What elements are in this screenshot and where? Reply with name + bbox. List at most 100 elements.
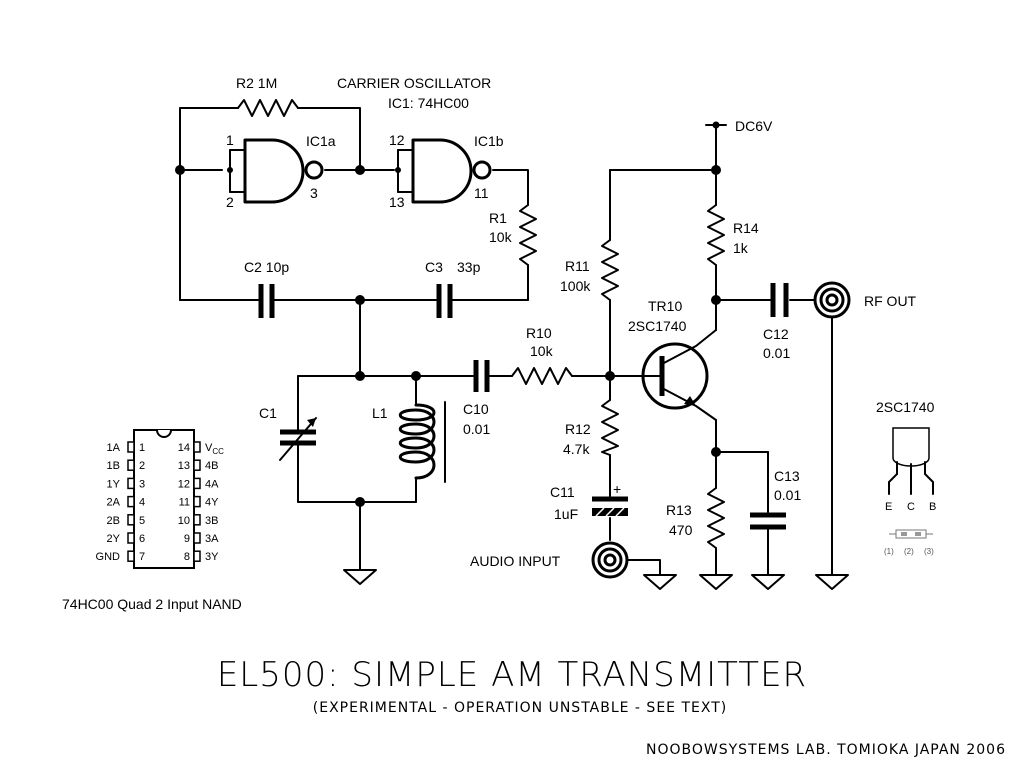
label-r13: R13	[666, 502, 692, 518]
ic-pin-number: 2	[139, 460, 145, 472]
lead-e: E	[885, 501, 892, 513]
ground-symbol-rf	[815, 574, 849, 590]
resistor-r13	[707, 487, 725, 549]
capacitor-c12	[770, 283, 789, 317]
ic-pin-number: 1	[139, 442, 145, 454]
capacitor-c3	[436, 284, 453, 318]
diagram-credit: NOOBOWSYSTEMS LAB. TOMIOKA JAPAN 2006	[646, 742, 1006, 758]
ic-pin-left: 1A 1	[107, 441, 145, 454]
ic-pin-right: 12 4A	[178, 477, 219, 490]
capacitor-c13	[750, 512, 786, 530]
label-c13-value: 0.01	[774, 487, 801, 503]
label-r10-value: 10k	[530, 343, 554, 359]
label-r1-value: 10k	[489, 229, 513, 245]
diagram-subtitle: (EXPERIMENTAL - OPERATION UNSTABLE - SEE…	[313, 700, 727, 716]
label-c11-polarity: +	[613, 481, 621, 497]
ic-pin-subscript: CC	[212, 447, 224, 456]
label-l1: L1	[372, 405, 388, 421]
capacitor-c10	[469, 360, 513, 392]
ic-pin-name: 4A	[205, 478, 219, 490]
ic-pin-name: 2B	[107, 515, 120, 527]
label-oscillator-heading: CARRIER OSCILLATOR	[337, 75, 491, 91]
rf-output-jack	[813, 281, 851, 319]
pin-3: 3	[310, 185, 318, 201]
label-r12: R12	[565, 421, 591, 437]
ic-caption: 74HC00 Quad 2 Input NAND	[62, 596, 242, 612]
ic-pin-left: 1B 2	[107, 459, 145, 472]
label-c1: C1	[259, 405, 277, 421]
ic-pin-name: 2Y	[107, 533, 121, 545]
ic-pin-number: 12	[178, 478, 190, 490]
ic-pin-name: 4Y	[205, 497, 219, 509]
nand-gate-ic1a	[243, 138, 324, 204]
ic-pin-name: 4B	[205, 460, 218, 472]
label-r1: R1	[489, 210, 507, 226]
label-r12-value: 4.7k	[563, 441, 590, 457]
ic-pin-name: 2A	[107, 497, 121, 509]
label-c11: C11	[550, 484, 575, 500]
ic-pin-right: 11 4Y	[179, 495, 219, 509]
ic-pin-left: 2A 4	[107, 495, 145, 509]
label-r11-value: 100k	[560, 278, 591, 294]
label-oscillator-ic: IC1: 74HC00	[388, 95, 469, 111]
ic-pin-name: 1Y	[107, 478, 121, 490]
pin-12: 12	[389, 132, 405, 148]
resistor-r11	[601, 239, 619, 301]
pin-num-1: (1)	[884, 547, 894, 556]
ic-pin-number: 4	[139, 497, 145, 509]
ic-pin-number: 6	[139, 533, 145, 545]
ic-pin-name: 1A	[107, 442, 121, 454]
transistor-package-2sc1740: 2SC1740 E C B (1) (2) (3)	[876, 399, 936, 556]
ic-pin-left: 2B 5	[107, 514, 145, 527]
diagram-title: EL500: SIMPLE AM TRANSMITTER	[217, 655, 807, 695]
label-c3-value: 33p	[457, 259, 481, 275]
label-c10: C10	[463, 401, 489, 417]
bias-and-supply-wiring	[609, 124, 833, 576]
lead-c: C	[907, 501, 915, 513]
label-supply: DC6V	[735, 118, 773, 134]
ic-pin-number: 7	[139, 551, 145, 563]
pin-num-2: (2)	[904, 547, 914, 556]
ic-pin-name: GND	[96, 551, 121, 563]
ic-pin-number: 5	[139, 515, 145, 527]
ic-pin-number: 8	[184, 551, 190, 563]
pin-13: 13	[389, 194, 405, 210]
ic-pin-name: 3B	[205, 515, 218, 527]
ground-symbol-audio	[643, 574, 677, 590]
label-tr10: TR10	[648, 298, 682, 314]
pin-2: 2	[226, 194, 234, 210]
label-r14-value: 1k	[733, 240, 749, 256]
pin-num-3: (3)	[924, 547, 934, 556]
label-rf-out: RF OUT	[864, 293, 917, 309]
package-name: 2SC1740	[876, 399, 935, 415]
ic-pin-number: 11	[179, 497, 190, 509]
inductor-l1	[398, 401, 446, 483]
label-c2: C2 10p	[244, 259, 289, 275]
ic-pin-number: 13	[178, 460, 190, 472]
resistor-r14	[707, 204, 725, 266]
ic-pin-right: 13 4B	[178, 459, 218, 472]
capacitor-c11	[592, 496, 628, 517]
pin-11: 11	[474, 185, 489, 201]
ground-symbol-r13	[699, 574, 733, 590]
junction-dots	[175, 165, 721, 507]
ic-pin-name: 1B	[107, 460, 120, 472]
supply-terminal	[705, 121, 727, 129]
label-audio-input: AUDIO INPUT	[470, 553, 561, 569]
capacitor-c2	[258, 284, 275, 318]
label-c12: C12	[763, 326, 789, 342]
label-ic1b: IC1b	[474, 133, 504, 149]
ic-pin-left: GND 7	[96, 550, 145, 563]
label-tr10-value: 2SC1740	[628, 318, 687, 334]
label-c11-value: 1uF	[554, 506, 578, 522]
ic-pin-number: 3	[139, 478, 145, 490]
label-r10: R10	[526, 325, 552, 341]
resistor-r10	[511, 367, 611, 385]
